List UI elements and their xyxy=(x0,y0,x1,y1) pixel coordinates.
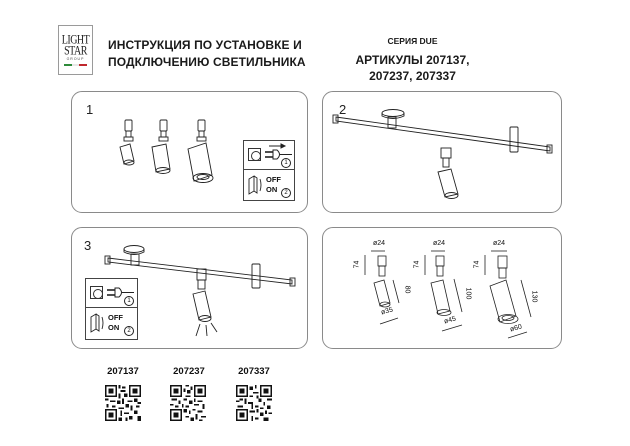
dimension-drawings xyxy=(364,250,532,339)
power-instructions-box: 1 OFF ON 2 xyxy=(85,278,138,340)
qr-code-207237[interactable] xyxy=(170,385,206,421)
dimensions-panel: ø24 74 80 ø35 ø24 74 100 ø45 ø24 74 130 … xyxy=(322,227,562,349)
power-instructions-box: 1 OFF ON 2 xyxy=(243,140,295,201)
spotlight-small-icon xyxy=(119,119,135,166)
logo-text-group: GROUP xyxy=(66,57,85,61)
switch-section: OFF ON 2 xyxy=(244,169,294,200)
logo-text-star: STAR xyxy=(64,44,87,59)
qr-label-207337: 207337 xyxy=(238,366,270,377)
on-label: ON xyxy=(108,323,120,332)
top-diameter-label: ø24 xyxy=(373,240,386,247)
articles-line-2: 207237, 207337 xyxy=(369,69,456,83)
step-circle-1: 1 xyxy=(281,158,291,168)
document-title: ИНСТРУКЦИЯ ПО УСТАНОВКЕ И ПОДКЛЮЧЕНИЮ СВ… xyxy=(108,37,306,71)
qr-label-207137: 207137 xyxy=(107,366,139,377)
body-height-label: 80 xyxy=(403,285,411,294)
title-line-2: ПОДКЛЮЧЕНИЮ СВЕТИЛЬНИКА xyxy=(108,55,306,69)
on-label: ON xyxy=(266,185,278,194)
articles-line-1: АРТИКУЛЫ 207137, xyxy=(355,53,470,67)
wall-switch-icon xyxy=(90,313,104,333)
step-2-panel: 2 xyxy=(322,91,562,213)
step-number: 2 xyxy=(339,102,347,117)
off-label: OFF xyxy=(108,313,123,322)
body-height-label: 130 xyxy=(530,290,538,303)
title-line-1: ИНСТРУКЦИЯ ПО УСТАНОВКЕ И xyxy=(108,38,302,52)
adapter-height-label: 74 xyxy=(353,260,361,269)
socket-icon xyxy=(90,286,103,299)
spotlight-medium-icon xyxy=(151,119,171,174)
step-circle-2: 2 xyxy=(281,188,291,198)
unplug-section: 1 xyxy=(86,279,137,308)
series-label: СЕРИЯ DUE xyxy=(387,36,438,46)
step-circle-2: 2 xyxy=(124,326,134,336)
plug-icon xyxy=(265,143,292,160)
dimension-drawing-207237 xyxy=(424,250,463,332)
qr-code-207137[interactable] xyxy=(105,385,141,421)
qr-label-207237: 207237 xyxy=(173,366,205,377)
top-diameter-label: ø24 xyxy=(493,240,506,247)
off-label: OFF xyxy=(266,175,281,184)
plug-icon xyxy=(107,287,134,298)
top-diameter-label: ø24 xyxy=(433,240,446,247)
qr-code-207337[interactable] xyxy=(236,385,272,421)
adapter-height-label: 74 xyxy=(413,260,421,269)
italian-flag-stripe xyxy=(64,64,88,66)
step-circle-1: 1 xyxy=(124,296,134,306)
step-3-panel: 3 1 OFF ON 2 xyxy=(71,227,308,349)
spotlights-illustration xyxy=(119,119,214,183)
wall-switch-icon xyxy=(248,175,262,195)
adapter-height-label: 74 xyxy=(473,260,481,269)
lightstar-logo: LIGHT STAR GROUP xyxy=(58,25,93,75)
dimension-drawing-207137 xyxy=(364,250,400,325)
track-rail-illustration xyxy=(332,109,553,199)
article-numbers: АРТИКУЛЫ 207137, 207237, 207337 xyxy=(340,52,485,84)
socket-icon xyxy=(248,148,261,161)
step-number: 1 xyxy=(86,102,94,117)
dimension-drawing-207337 xyxy=(484,250,532,339)
step-1-panel: 1 xyxy=(71,91,308,213)
unplug-section: 1 xyxy=(244,141,294,170)
logo-text-light: LIGHT xyxy=(61,33,90,48)
switch-section: OFF ON 2 xyxy=(86,307,137,339)
mounted-track-illustration xyxy=(104,245,296,337)
spotlight-large-icon xyxy=(187,119,214,183)
step-number: 3 xyxy=(84,238,92,253)
body-height-label: 100 xyxy=(464,287,472,300)
